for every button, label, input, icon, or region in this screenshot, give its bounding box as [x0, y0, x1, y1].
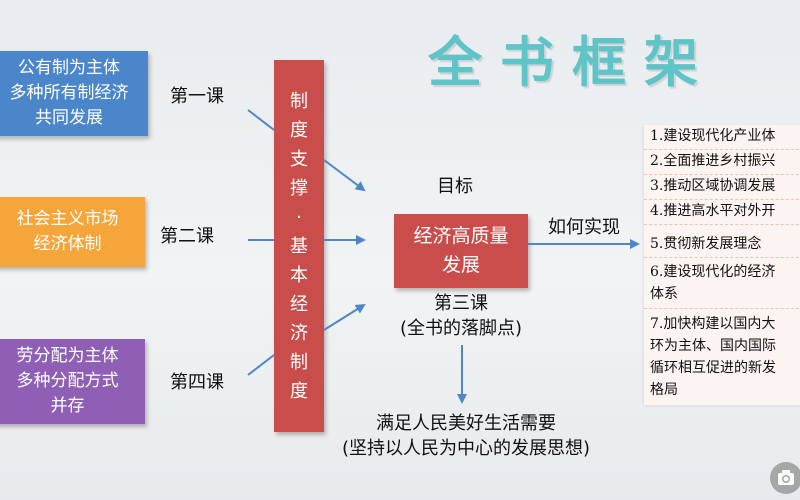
goal-label: 目标 — [437, 176, 473, 197]
list-divider — [644, 174, 800, 175]
arrow-bar-bottom-to-goal — [323, 303, 366, 331]
list-divider — [644, 149, 800, 150]
list-item: 6.建设现代化的经济 体系 — [650, 264, 776, 302]
lesson-3-label: 第三课 (全书的落脚点) — [399, 293, 523, 339]
bar-char: 制 — [290, 351, 308, 373]
lesson-4-label: 第四课 — [170, 372, 224, 393]
bar-char: · — [296, 206, 302, 228]
list-item: 7.加快构建以国内大 环为主体、国内国际 循环相互促进的新发 格局 — [650, 316, 776, 398]
arrow-lesson1-to-bar — [247, 109, 275, 131]
goal-box: 经济高质量 发展 — [394, 214, 528, 288]
list-item: 2.全面推进乡村振兴 — [650, 153, 776, 169]
bar-char: 撑 — [290, 177, 308, 199]
page-title: 全书框架 — [428, 31, 716, 94]
list-divider — [644, 199, 800, 200]
lesson-2-label: 第二课 — [160, 226, 214, 247]
box-distribution: 劳分配为主体 多种分配方式 并存 — [0, 339, 145, 424]
box-public-ownership: 公有制为主体 多种所有制经济 共同发展 — [0, 51, 148, 136]
bar-char: 基 — [290, 235, 308, 257]
list-divider — [644, 308, 800, 309]
list-item: 4.推进高水平对外开 — [650, 203, 776, 219]
list-divider — [644, 224, 800, 225]
list-item: 1.建设现代化产业体 — [650, 128, 776, 144]
bottom-goal: 满足人民美好生活需要 (坚持以人民为中心的发展思想) — [341, 413, 591, 459]
list-item: 3.推动区域协调发展 — [650, 178, 776, 194]
bar-char: 本 — [290, 264, 308, 286]
implementation-list: 1.建设现代化产业体 2.全面推进乡村振兴 3.推动区域协调发展 4.推进高水平… — [644, 125, 800, 405]
bar-char: 济 — [290, 322, 308, 344]
camera-icon[interactable] — [770, 462, 800, 494]
list-item: 5.贯彻新发展理念 — [650, 236, 762, 252]
arrow-bar-top-to-goal — [323, 159, 366, 192]
list-divider — [644, 257, 800, 258]
bar-char: 度 — [290, 380, 308, 402]
arrow-lesson4-to-bar — [247, 354, 275, 376]
box-market-economy: 社会主义市场 经济体制 — [0, 197, 145, 267]
bar-char: 度 — [290, 119, 308, 141]
bar-char: 支 — [290, 148, 308, 170]
how-label: 如何实现 — [548, 217, 620, 238]
lesson-1-label: 第一课 — [170, 86, 224, 107]
bar-char: 制 — [290, 90, 308, 112]
institutional-support-bar: 制 度 支 撑 · 基 本 经 济 制 度 — [274, 60, 324, 432]
bar-char: 经 — [290, 293, 308, 315]
